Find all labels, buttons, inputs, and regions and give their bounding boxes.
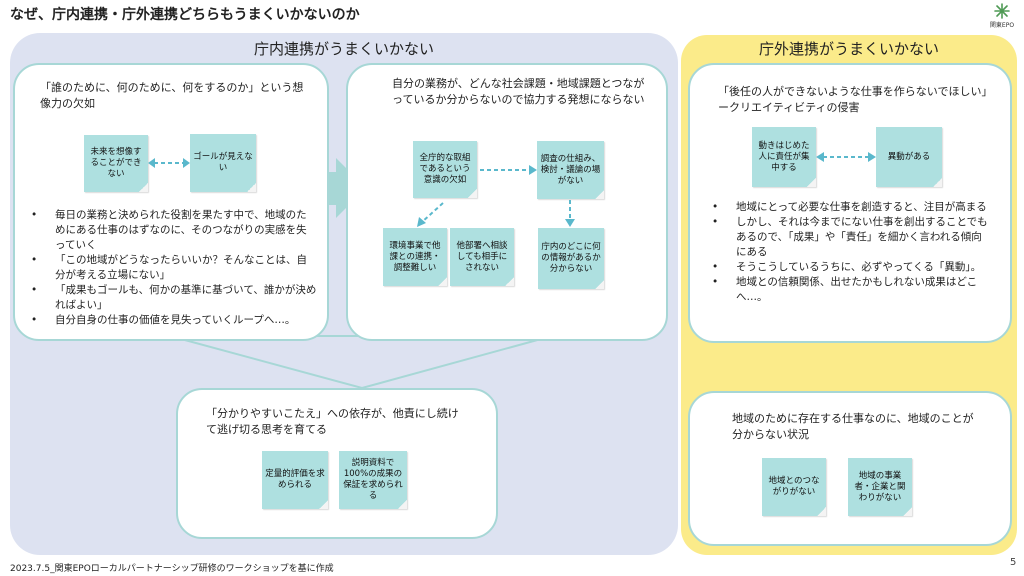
sticky-note: 定量的評価を求められる	[262, 451, 328, 509]
sticky-note: 動きはじめた人に責任が集中する	[752, 127, 816, 187]
logo-text: 関東EPO	[989, 22, 1015, 29]
arrow-down-left-icon	[417, 217, 426, 227]
list-item: 「成果もゴールも、何かの基準に基づいて、誰かが決めればよい」	[31, 283, 317, 313]
page-number: 5	[1010, 557, 1017, 568]
sticky-note: 地域とのつながりがない	[762, 458, 826, 516]
sticky-note: 地域の事業者・企業と関わりがない	[848, 458, 912, 516]
list-item: 「この地域がどうなったらいいか？そんなことは、自分が考える立場にない」	[31, 253, 317, 283]
double-arrow-icon	[816, 152, 876, 162]
sticky-note: 異動がある	[876, 127, 942, 187]
logo-icon	[994, 3, 1010, 19]
list-item: 地域にとって必要な仕事を創造すると、注目が高まる	[712, 200, 992, 215]
internal-panel-heading: 庁内連携がうまくいかない	[253, 40, 434, 58]
external-panel-heading: 庁外連携がうまくいかない	[758, 40, 939, 58]
list-item: そうこうしているうちに、必ずやってくる「異動」。	[712, 260, 992, 275]
footer-credit: 2023.7.5_関東EPOローカルパートナーシップ研修のワークショップを基に作…	[10, 564, 334, 574]
sticky-note: 説明資料で100%の成果の保証を求められる	[339, 451, 407, 509]
card-heading: 地域のために存在する仕事なのに、地域のことが分からない状況	[732, 412, 974, 441]
sticky-note: 庁内のどこに何の情報があるか分からない	[538, 228, 604, 289]
sticky-note: 環境事業で他課との連携・調整難しい	[383, 228, 447, 286]
list-item: しかし、それは今までにない仕事を創出することでもあるので、「成果」や「責任」を細…	[712, 215, 992, 260]
list-item: 毎日の業務と決められた役割を果たす中で、地域のためにある仕事のはずなのに、そのつ…	[31, 208, 317, 253]
card-heading: 自分の業務が、どんな社会課題・地域課題とつながっているか分からないので協力する発…	[392, 77, 645, 106]
sticky-note: 他部署へ相談しても相手にされない	[450, 228, 514, 286]
double-arrow-icon	[148, 158, 190, 168]
sticky-note: 調査の仕組み、検討・議論の場がない	[537, 141, 604, 199]
arrow-right-icon	[529, 165, 537, 175]
bullet-list: 毎日の業務と決められた役割を果たす中で、地域のためにある仕事のはずなのに、そのつ…	[31, 208, 317, 328]
internal-card-dependence	[176, 388, 498, 539]
slide-title: なぜ、庁内連携・庁外連携どちらもうまくいかないのか	[10, 7, 360, 23]
sticky-note: 未来を想像することができない	[84, 135, 148, 192]
list-item: 地域との信頼関係、出せたかもしれない成果はどこへ…。	[712, 275, 992, 305]
sticky-note: ゴールが見えない	[190, 134, 256, 192]
list-item: 自分自身の仕事の価値を見失っていくループへ…。	[31, 313, 317, 328]
card-heading: 「分かりやすいこたえ」への依存が、他責にし続けて逃げ切る思考を育てる	[206, 407, 459, 436]
logo: 関東EPO	[986, 2, 1018, 38]
bullet-list: 地域にとって必要な仕事を創造すると、注目が高まる しかし、それは今までにない仕事…	[712, 200, 992, 305]
sticky-note: 全庁的な取組であるという意識の欠如	[413, 141, 477, 198]
internal-card-awareness	[346, 63, 668, 341]
card-heading: 「誰のために、何のために、何をするのか」という想像力の欠如	[40, 81, 304, 110]
card-heading: 「後任の人ができないような仕事を作らないでほしい」ークリエイティビティの侵害	[718, 85, 993, 114]
arrow-down-icon	[565, 219, 575, 227]
